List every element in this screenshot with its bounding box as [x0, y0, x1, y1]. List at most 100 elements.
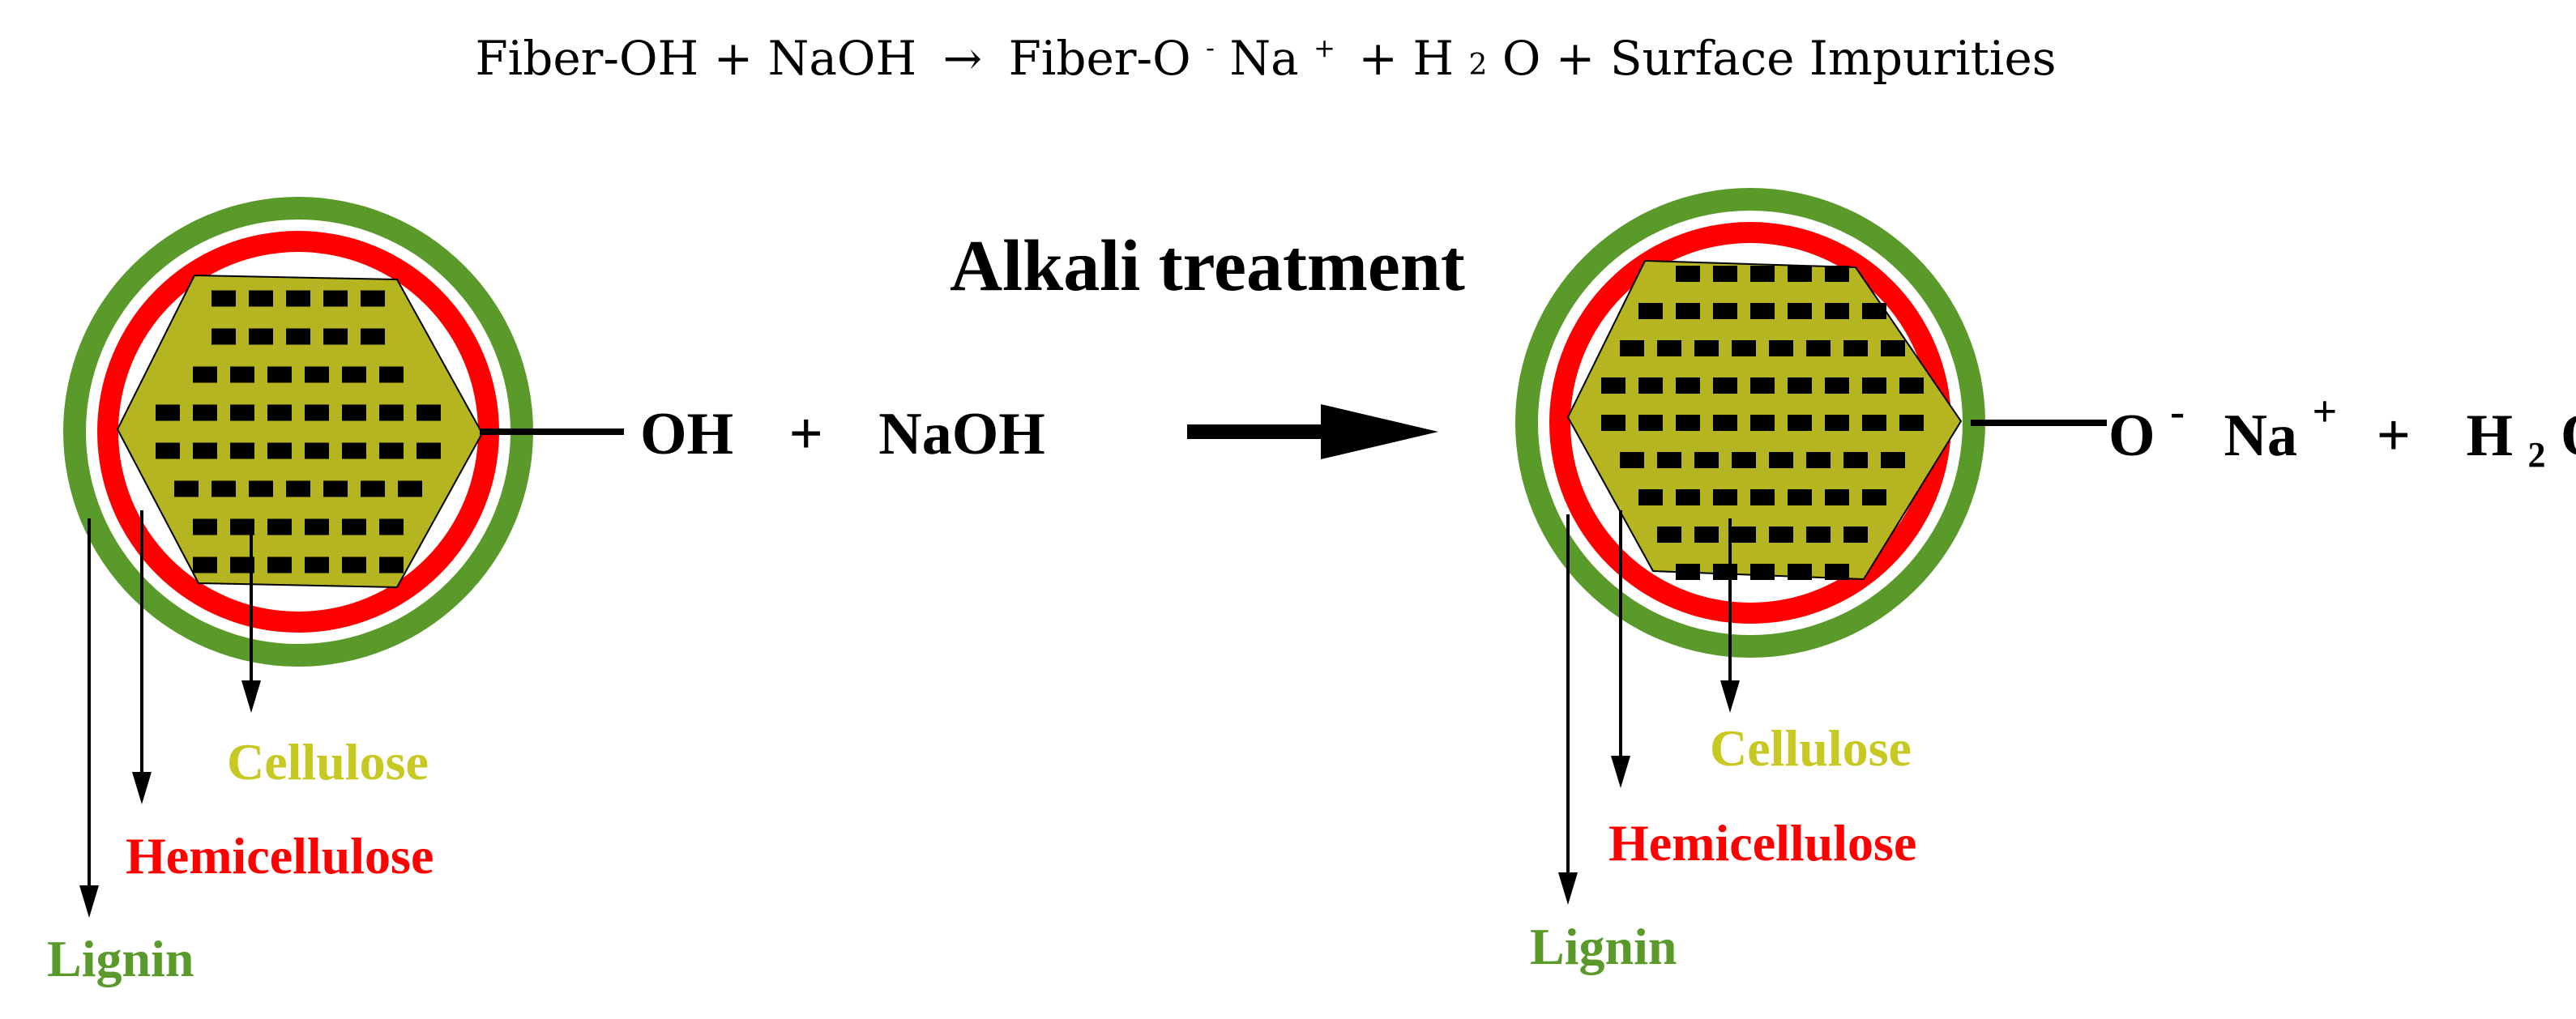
microfibril — [323, 480, 348, 497]
microfibril — [267, 442, 292, 459]
microfibril — [1713, 266, 1737, 282]
microfibril — [305, 556, 329, 573]
left-hemicellulose-label: Hemicellulose — [126, 827, 434, 885]
microfibril — [249, 290, 273, 307]
microfibril — [156, 404, 180, 421]
microfibril — [193, 442, 217, 459]
microfibril — [193, 518, 217, 535]
microfibril — [323, 290, 348, 307]
microfibril — [1881, 452, 1905, 468]
microfibril — [361, 480, 385, 497]
microfibril — [305, 518, 329, 535]
microfibril — [305, 442, 329, 459]
microfibril — [417, 442, 441, 459]
microfibril — [1732, 452, 1756, 468]
microfibril — [1657, 340, 1681, 356]
left-lignin-label: Lignin — [47, 930, 194, 987]
microfibril — [1825, 303, 1849, 319]
lignin-pointer-head — [79, 885, 99, 918]
reaction-arrow-head — [1321, 404, 1438, 459]
microfibril — [1899, 377, 1924, 394]
process-label: Alkali treatment — [950, 226, 1465, 306]
microfibril — [1843, 340, 1868, 356]
microfibril — [1788, 303, 1812, 319]
microfibril — [1881, 340, 1905, 356]
microfibril — [305, 366, 329, 383]
microfibril — [1676, 489, 1700, 505]
microfibril — [1788, 377, 1812, 394]
microfibril — [1638, 377, 1663, 394]
microfibril — [1676, 303, 1700, 319]
microfibril — [230, 366, 254, 383]
microfibril — [1657, 452, 1681, 468]
microfibril — [1676, 564, 1700, 580]
microfibril — [211, 290, 236, 307]
right-hemicellulose-label: Hemicellulose — [1608, 814, 1916, 872]
microfibril — [1694, 340, 1719, 356]
water-h: H — [2466, 403, 2513, 469]
na-charge: + — [2313, 387, 2338, 436]
left-hydroxyl-group: OH + NaOH — [640, 401, 1045, 467]
microfibril — [1601, 415, 1625, 431]
microfibril — [379, 518, 404, 535]
water-subscript: 2 — [2528, 435, 2546, 475]
microfibril — [342, 366, 366, 383]
microfibril — [1750, 266, 1775, 282]
na-ion: Na — [2224, 403, 2297, 469]
microfibril — [286, 480, 310, 497]
microfibril — [1806, 340, 1831, 356]
microfibril — [1862, 303, 1886, 319]
microfibril — [1620, 340, 1644, 356]
microfibril — [1750, 564, 1775, 580]
microfibril — [1769, 452, 1793, 468]
microfibril — [1713, 415, 1737, 431]
microfibril — [361, 328, 385, 345]
microfibril — [1862, 415, 1886, 431]
microfibril — [286, 328, 310, 345]
microfibril — [267, 366, 292, 383]
microfibril — [1806, 452, 1831, 468]
right-pointers — [1558, 510, 1740, 905]
water-o: O — [2561, 403, 2576, 469]
right-cellulose-label: Cellulose — [1710, 719, 1912, 777]
hemicellulose-pointer-head — [1611, 756, 1630, 788]
microfibril — [379, 556, 404, 573]
o-group: O — [2108, 403, 2155, 469]
microfibril — [1620, 452, 1644, 468]
left-fiber — [63, 197, 624, 667]
microfibril — [230, 556, 254, 573]
microfibril — [379, 366, 404, 383]
microfibril — [1732, 340, 1756, 356]
microfibril — [267, 404, 292, 421]
equation-na-charge: + — [1314, 32, 1335, 63]
reaction-equation: Fiber-OH + NaOH → Fiber-O - Na + + H 2 O… — [475, 13, 2056, 86]
microfibril — [1638, 489, 1663, 505]
microfibril — [193, 366, 217, 383]
o-charge: - — [2170, 387, 2185, 436]
microfibril — [379, 442, 404, 459]
microfibril — [417, 404, 441, 421]
equation-products: O + Surface Impurities — [1502, 31, 2057, 86]
microfibril — [1825, 564, 1849, 580]
hemicellulose-pointer-head — [132, 772, 152, 804]
right-products: O - Na + + H 2 O — [2108, 373, 2576, 480]
microfibril — [230, 404, 254, 421]
microfibril — [1843, 452, 1868, 468]
lignin-pointer-head — [1558, 872, 1578, 905]
microfibril — [1825, 489, 1849, 505]
microfibril — [1825, 377, 1849, 394]
cellulose-pointer-head — [241, 680, 261, 713]
microfibril — [1899, 415, 1924, 431]
equation-reactants: Fiber-OH + NaOH — [475, 31, 916, 86]
microfibril — [1825, 415, 1849, 431]
microfibril — [1750, 377, 1775, 394]
microfibril — [342, 518, 366, 535]
oh-group: OH — [640, 401, 733, 467]
cellulose-pointer-head — [1720, 680, 1740, 713]
left-cellulose-label: Cellulose — [227, 733, 429, 791]
microfibril — [174, 480, 199, 497]
microfibril — [1657, 527, 1681, 543]
microfibril — [230, 442, 254, 459]
right-fiber — [1515, 188, 2107, 658]
